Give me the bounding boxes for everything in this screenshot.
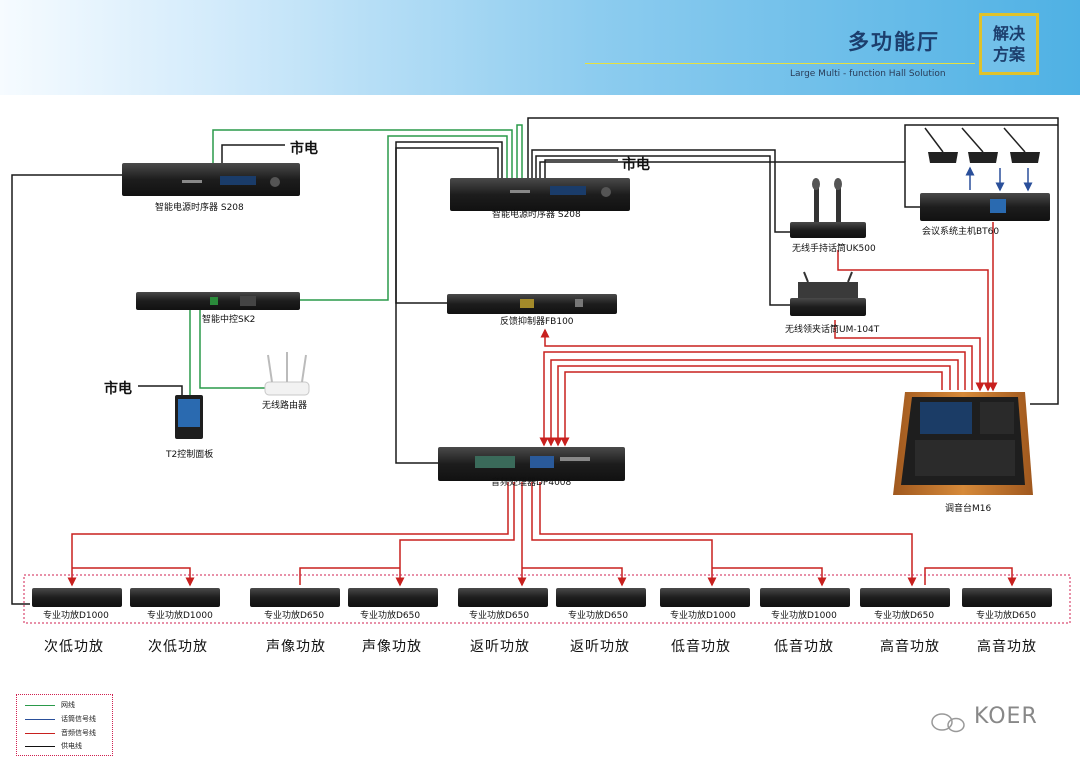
mic-lines (965, 166, 1033, 192)
solution-badge: 解决 方案 (979, 13, 1039, 75)
audio-dp-a1 (67, 482, 509, 587)
amp-group-10: 高音功放 (977, 639, 1037, 655)
ctrl-dp (395, 147, 499, 464)
header-banner (0, 0, 1080, 95)
amp-model-4: 专业功放D650 (360, 611, 421, 621)
label-mixer: 调音台M16 (945, 504, 992, 514)
audio-mix-dp-1 (539, 351, 966, 447)
amplifier-rack (32, 588, 1052, 607)
ctrl-uk (531, 149, 790, 233)
legend: 网线 话筒信号线 音频信号线 供电线 (16, 694, 113, 756)
wechat-icon (931, 713, 965, 733)
central-control-sk2 (136, 292, 300, 310)
badge-line-1: 解决 (992, 24, 1025, 43)
amp-group-1: 次低功放 (44, 639, 104, 655)
legend-mic: 话筒信号线 (25, 714, 96, 724)
amp-group-7: 低音功放 (671, 639, 731, 655)
sequencer-2 (450, 178, 630, 211)
wireless-handheld-uk500 (790, 178, 866, 238)
label-sequencer-1: 智能电源时序器 S208 (155, 203, 244, 213)
power-seq2 (544, 159, 618, 178)
audio-link-1 (72, 567, 195, 587)
router (264, 352, 310, 396)
conference-host-bt60 (920, 193, 1050, 221)
amp-group-5: 返听功放 (470, 639, 530, 655)
sequencer-1 (122, 163, 300, 196)
label-audio-processor: 音频处理器DP4008 (491, 478, 572, 488)
wireless-lavalier-um104t (790, 271, 866, 316)
legend-power: 供电线 (25, 741, 82, 751)
audio-uk-mixer (837, 250, 993, 392)
audio-dp-a9 (539, 482, 917, 587)
label-t2-panel: T2控制面板 (166, 450, 214, 460)
label-uk500: 无线手持话筒UK500 (792, 244, 876, 254)
amp-model-7: 专业功放D1000 (670, 611, 736, 621)
amp-group-9: 高音功放 (880, 639, 940, 655)
net-seq2-top (516, 124, 523, 178)
power-t2 (138, 385, 183, 395)
amp-model-10: 专业功放D650 (976, 611, 1037, 621)
audio-link-2 (299, 567, 400, 585)
brand-watermark: KOER (974, 704, 1038, 729)
ctrl-fb (395, 141, 503, 304)
net-sk2-seq2 (300, 135, 508, 301)
legend-audio: 音频信号线 (25, 728, 96, 738)
audio-dp-a7 (531, 482, 717, 587)
audio-lines (67, 222, 1017, 587)
amp-model-8: 专业功放D1000 (771, 611, 837, 621)
label-mains-3: 市电 (104, 381, 132, 397)
audio-mix-dp-4 (560, 371, 943, 447)
label-feedback-suppressor: 反馈抑制器FB100 (500, 317, 574, 327)
audio-mix-dp-3 (553, 365, 951, 447)
net-sk2-router (199, 308, 268, 389)
amp-model-3: 专业功放D650 (264, 611, 325, 621)
amp-model-2: 专业功放D1000 (147, 611, 213, 621)
amp-group-4: 声像功放 (362, 639, 422, 655)
audio-mix-dp-2 (546, 359, 959, 447)
amp-zone (23, 574, 1071, 624)
audio-link-5 (924, 567, 1017, 587)
amp-group-8: 低音功放 (774, 639, 834, 655)
header-divider (585, 63, 975, 64)
network-lines (189, 124, 523, 395)
audio-mixer-fb (540, 328, 973, 390)
label-mains-1: 市电 (290, 141, 318, 157)
amp-model-1: 专业功放D1000 (43, 611, 109, 621)
ctrl-right (527, 117, 1059, 405)
legend-network: 网线 (25, 700, 75, 710)
ctrl-left-amps (11, 174, 122, 605)
label-sk2: 智能中控SK2 (202, 315, 256, 325)
badge-line-2: 方案 (992, 45, 1025, 64)
ctrl-um (535, 155, 790, 306)
feedback-suppressor (447, 294, 617, 314)
audio-processor (438, 447, 625, 481)
amp-group-6: 返听功放 (570, 639, 630, 655)
power-seq1 (221, 144, 285, 163)
page-title: 多功能厅 (848, 30, 940, 54)
amp-group-3: 声像功放 (266, 639, 326, 655)
page-subtitle: Large Multi - function Hall Solution (790, 69, 946, 79)
amp-model-6: 专业功放D650 (568, 611, 629, 621)
audio-link-4 (712, 567, 827, 587)
label-mains-2: 市电 (622, 157, 650, 173)
label-sequencer-2: 智能电源时序器 S208 (492, 210, 581, 220)
power-lines (11, 117, 1059, 605)
amp-group-2: 次低功放 (148, 639, 208, 655)
conference-mic-units (924, 127, 1040, 163)
mixer-m16 (893, 392, 1033, 495)
label-bt60: 会议系统主机BT60 (922, 227, 1000, 237)
audio-link-3 (522, 567, 627, 587)
label-router: 无线路由器 (262, 401, 308, 411)
t2-control-panel (175, 395, 203, 439)
audio-dp-a3 (395, 482, 515, 587)
ctrl-conf (904, 124, 1058, 162)
label-um104t: 无线领夹话筒UM-104T (785, 325, 880, 335)
audio-um-mixer (834, 320, 985, 392)
amp-model-5: 专业功放D650 (469, 611, 530, 621)
amp-model-9: 专业功放D650 (874, 611, 935, 621)
net-seq1-seq2 (212, 129, 513, 178)
